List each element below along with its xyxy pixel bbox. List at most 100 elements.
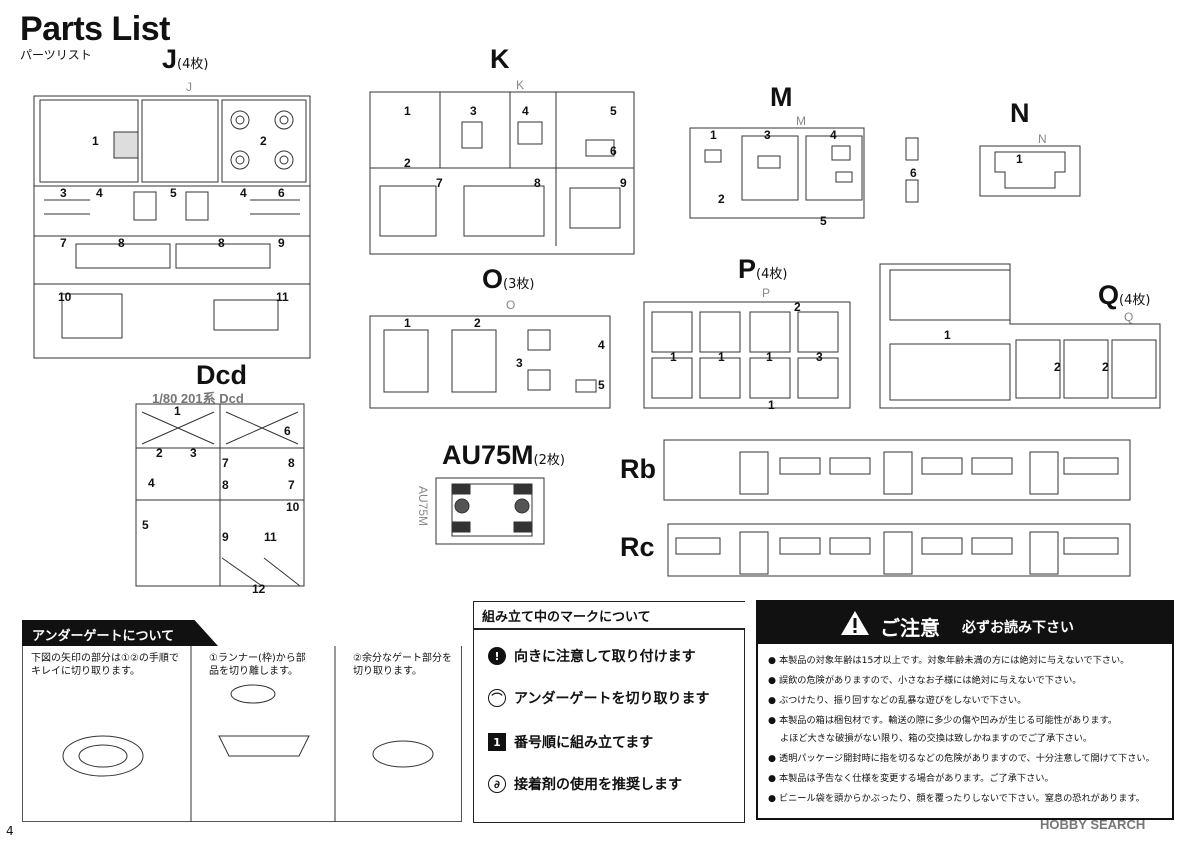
part-number: 9 [222, 530, 229, 544]
part-number: 6 [610, 144, 617, 158]
part-number: 3 [60, 186, 67, 200]
part-number: 2 [156, 446, 163, 460]
part-number: 2 [474, 316, 481, 330]
sprue-n-tag: N [1038, 132, 1047, 146]
page-number: 4 [6, 824, 14, 838]
part-number: 2 [794, 300, 801, 314]
part-number: 8 [534, 176, 541, 190]
sprue-au75m-label: AU75M(2枚) [442, 440, 565, 470]
sprue-o-label: O(3枚) [482, 264, 535, 294]
sprue-n-label: N [1010, 98, 1030, 128]
part-number: 10 [286, 500, 300, 514]
caution-panel: ご注意 必ずお読み下さい ● 本製品の対象年齢は15才以上です。対象年齢未満の方… [756, 600, 1174, 820]
sprue-o-drawing [369, 315, 611, 409]
caution-header: ご注意 必ずお読み下さい [758, 602, 1172, 644]
part-number: 11 [264, 530, 277, 544]
sprue-n-drawing [979, 145, 1081, 197]
caution-item: よほど大きな破損がない限り、箱の交換は致しかねますのでご了承下さい。 [780, 733, 1093, 744]
part-number: 2 [1102, 360, 1109, 374]
sprue-au75m-drawing [435, 477, 545, 545]
gate-icon: ⌒ [488, 689, 506, 707]
caution-item: ● 本製品は予告なく仕様を変更する場合があります。ご了承下さい。 [768, 773, 1054, 784]
marks-title: 組み立て中のマークについて [482, 610, 651, 625]
sprue-q-tag: Q [1124, 310, 1134, 324]
part-number: 2 [1054, 360, 1061, 374]
marks-header: 組み立て中のマークについて [474, 602, 746, 628]
part-number: 6 [284, 424, 291, 438]
part-number: 1 [1016, 152, 1023, 166]
mark-item: 1 番号順に組み立てます [488, 732, 653, 752]
part-number: 5 [610, 104, 617, 118]
part-number: 8 [222, 478, 229, 492]
part-number: 1 [710, 128, 717, 142]
part-number: 4 [598, 338, 605, 352]
part-number: 5 [820, 214, 827, 228]
part-number: 6 [278, 186, 285, 200]
undergate-title: アンダーゲートについて [32, 629, 175, 644]
sprue-j-drawing [33, 95, 311, 359]
part-number: 6 [910, 166, 917, 180]
undergate-step2: ②余分なゲート部分を切り取ります。 [353, 653, 452, 677]
sprue-dcd-tag: 1/80 201系 Dcd [152, 391, 244, 406]
sprue-p-drawing [643, 301, 851, 409]
part-number: 1 [92, 134, 99, 148]
number-icon: 1 [488, 733, 506, 751]
rb-label: Rb [620, 454, 656, 484]
undergate-step1: ①ランナー(枠)から部品を切り離します。 [209, 653, 306, 677]
part-number: 12 [252, 582, 266, 596]
part-number: 4 [148, 476, 155, 490]
exclamation-icon: ! [488, 647, 506, 665]
part-number: 5 [598, 378, 605, 392]
undergate-step0: 下図の矢印の部分は①②の手順でキレイに切り取ります。 [31, 653, 179, 677]
sprue-j-label: J(4枚) [162, 44, 209, 74]
part-number: 7 [222, 456, 229, 470]
undergate-header: アンダーゲートについて [22, 620, 218, 646]
mark-item: ⌒ アンダーゲートを切り取ります [488, 688, 709, 708]
part-number: 7 [288, 478, 295, 492]
caution-item: ● 透明パッケージ開封時に指を切るなどの危険がありますので、十分注意して開けて下… [768, 753, 1155, 764]
part-number: 1 [670, 350, 677, 364]
caution-title: ご注意 [880, 616, 940, 640]
part-number: 4 [522, 104, 529, 118]
part-number: 1 [404, 104, 411, 118]
sprue-au75m-tag: AU75M [416, 486, 430, 527]
undergate-illustration [62, 646, 434, 822]
undergate-panel: 下図の矢印の部分は①②の手順でキレイに切り取ります。 ①ランナー(枠)から部品を… [22, 646, 462, 822]
sprue-m-tag: M [796, 114, 806, 128]
part-number: 1 [174, 404, 181, 418]
caution-item: ● ぶつけたり、振り回すなどの乱暴な遊びをしないで下さい。 [768, 695, 1027, 706]
part-number: 4 [240, 186, 247, 200]
mark-item: ∂ 接着剤の使用を推奨します [488, 774, 682, 794]
part-number: 4 [830, 128, 837, 142]
sprue-m-label: M [770, 82, 793, 112]
sprue-p-tag: P [762, 286, 771, 300]
part-number: 5 [170, 186, 177, 200]
watermark: HOBBY SEARCH [1040, 817, 1146, 832]
part-number: 9 [278, 236, 285, 250]
sprue-dcd-label: Dcd [196, 360, 248, 390]
part-number: 1 [768, 398, 775, 412]
part-number: 1 [766, 350, 773, 364]
caution-item: ● 本製品の箱は梱包材です。輸送の際に多少の傷や凹みが生じる可能性があります。 [768, 715, 1118, 726]
sprue-q-label: Q(4枚) [1098, 280, 1151, 310]
sprue-j-tag: J [186, 80, 192, 94]
sprue-k-tag: K [516, 78, 525, 92]
part-number: 10 [58, 290, 72, 304]
rb-body-drawing [663, 439, 1131, 501]
part-number: 11 [276, 290, 289, 304]
rc-body-drawing [667, 523, 1131, 577]
part-number: 5 [142, 518, 149, 532]
caution-subtitle: 必ずお読み下さい [962, 620, 1074, 636]
warning-icon [841, 611, 869, 635]
part-number: 7 [436, 176, 443, 190]
part-number: 9 [620, 176, 627, 190]
part-number: 2 [718, 192, 725, 206]
part-number: 1 [944, 328, 951, 342]
part-number: 3 [190, 446, 197, 460]
sprue-q-drawing [879, 263, 1161, 409]
part-number: 8 [118, 236, 125, 250]
part-number: 8 [218, 236, 225, 250]
part-number: 1 [718, 350, 725, 364]
caution-item: ● 本製品の対象年齢は15才以上です。対象年齢未満の方には絶対に与えないで下さい… [768, 655, 1130, 666]
part-number: 3 [764, 128, 771, 142]
